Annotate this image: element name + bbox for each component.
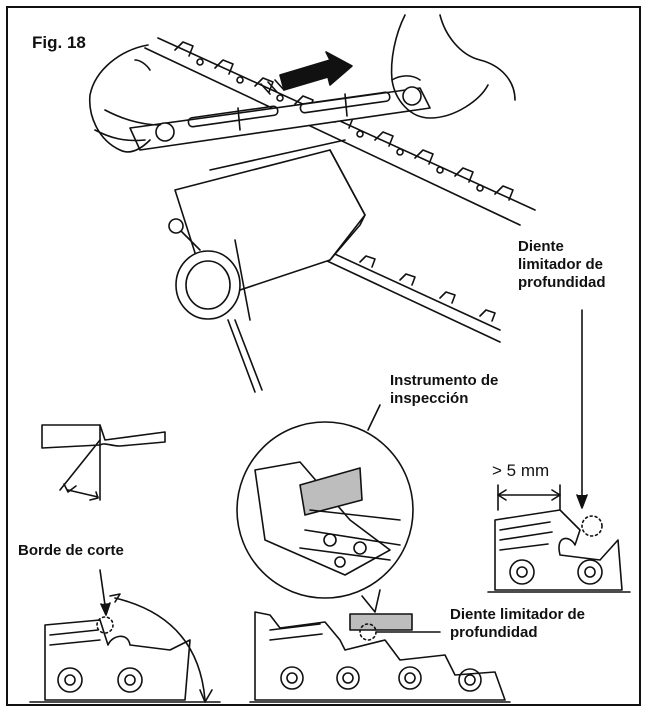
figure-title: Fig. 18 (32, 33, 86, 52)
tooth-cutting-edge (29, 569, 221, 703)
label-inspection-tool: Instrumento de inspección (390, 372, 499, 407)
magnifier-circle (236, 404, 414, 613)
label-depth-gauge-bottom: Diente limitador de profundidad (450, 606, 586, 641)
tooth-side-view (41, 424, 166, 501)
figure-frame (6, 6, 641, 706)
label-cutting-edge: Borde de corte (18, 542, 124, 559)
label-depth-gauge-top: Diente limitador de profundidad (518, 238, 606, 291)
chain-with-gauge (249, 611, 511, 703)
hands (88, 14, 516, 153)
direction-arrow (260, 51, 353, 95)
vise (168, 139, 366, 393)
label-measurement: > 5 mm (492, 461, 550, 480)
tooth-measure-view (487, 484, 631, 593)
file-guide (129, 86, 431, 151)
